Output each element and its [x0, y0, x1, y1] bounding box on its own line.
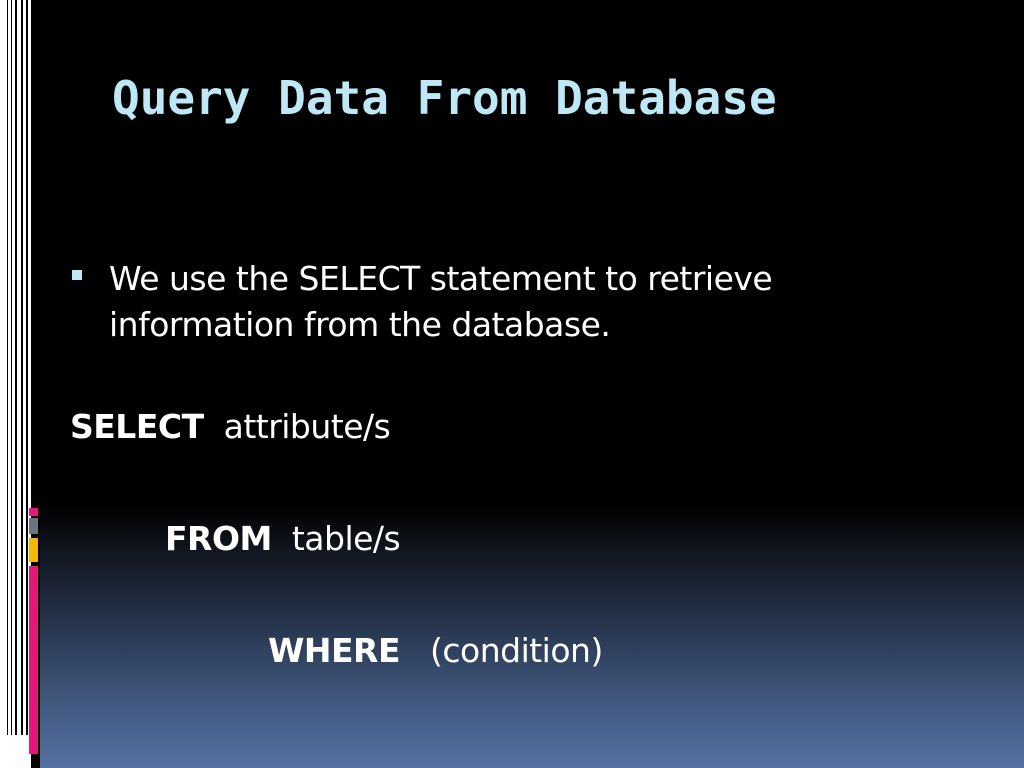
sql-where-line: WHERE (condition): [268, 631, 603, 671]
accent-yellow: [29, 538, 38, 562]
strip-band: [31, 0, 40, 768]
accent-gray: [29, 518, 38, 534]
sql-where-argument: (condition): [430, 631, 603, 670]
square-bullet-icon: [72, 270, 82, 280]
sql-where-keyword: WHERE: [268, 631, 401, 670]
bullet-text: We use the SELECT statement to retrieve …: [109, 259, 773, 344]
accent-pink-small: [29, 508, 38, 516]
sql-select-argument: attribute/s: [223, 407, 391, 446]
strip-line: [26, 0, 28, 735]
slide-title: Query Data From Database: [112, 71, 777, 125]
sql-from-argument: table/s: [291, 519, 401, 558]
accent-pink-bar: [29, 566, 38, 754]
sql-select-keyword: SELECT: [70, 407, 204, 446]
sql-from-line: FROM table/s: [165, 519, 401, 559]
sql-from-keyword: FROM: [165, 519, 272, 558]
strip-line: [21, 0, 23, 735]
left-decorative-strip: [0, 0, 40, 768]
sql-select-line: SELECT attribute/s: [70, 407, 391, 447]
strip-line: [11, 0, 12, 735]
strip-line: [7, 0, 8, 735]
strip-line: [15, 0, 17, 735]
